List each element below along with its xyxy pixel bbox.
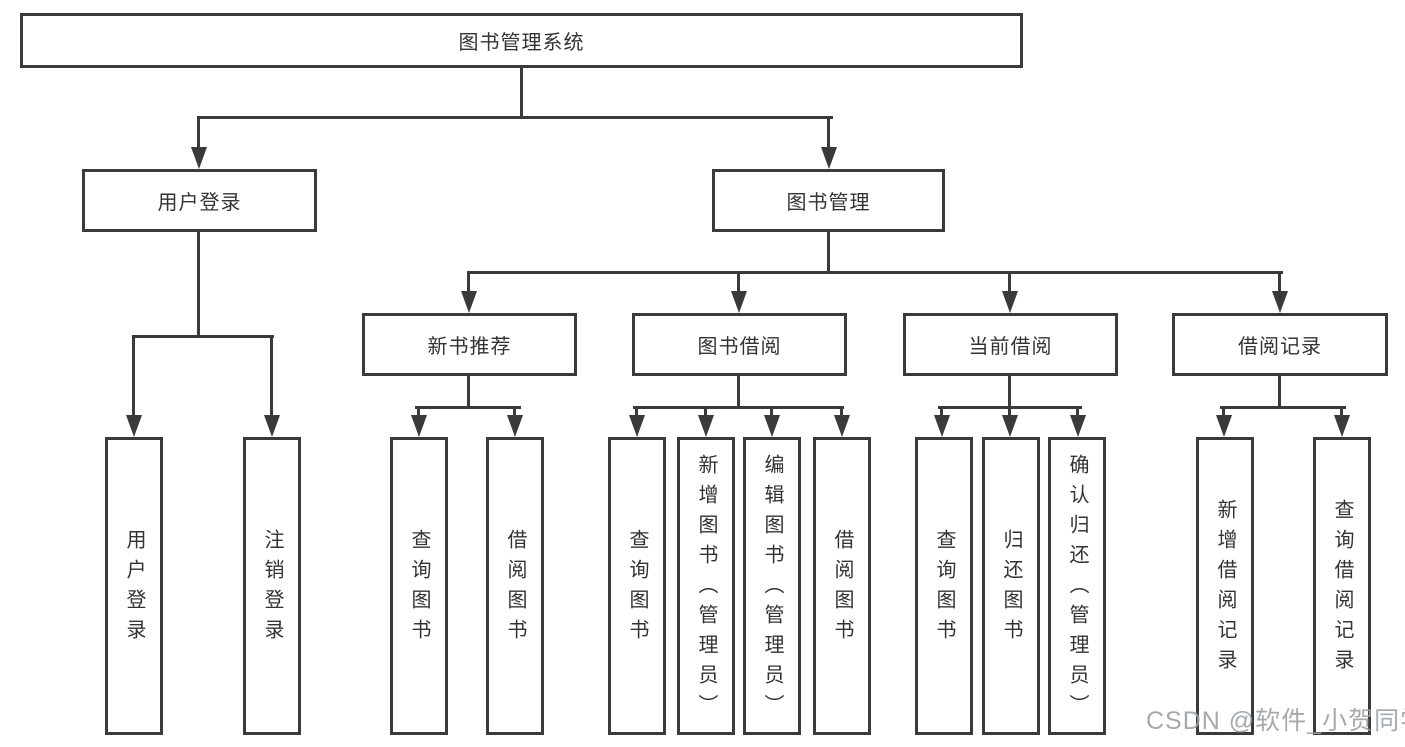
connector-vline [635, 409, 638, 417]
arrowhead-icon [264, 415, 280, 437]
connector-vline [704, 409, 707, 417]
connector-hline [415, 406, 521, 409]
arrowhead-icon [629, 415, 645, 437]
connector-hline [197, 116, 833, 119]
connector-hline [132, 335, 274, 338]
connector-vline [1008, 376, 1011, 409]
connector-vline [132, 336, 135, 418]
arrowhead-icon [1216, 415, 1232, 437]
node-current-borrow: 当前借阅 [903, 313, 1118, 376]
connector-vline [197, 232, 200, 337]
node-borrow-records: 借阅记录 [1172, 313, 1388, 376]
connector-vline [770, 409, 773, 417]
connector-vline [827, 117, 830, 151]
connector-vline [1278, 274, 1281, 292]
arrowhead-icon [1272, 291, 1288, 313]
connector-vline [197, 117, 200, 151]
connector-vline [270, 336, 273, 418]
arrowhead-icon [126, 415, 142, 437]
node-root: 图书管理系统 [20, 13, 1023, 68]
leaf-borrow-query: 查询图书 [608, 437, 666, 735]
leaf-current-query: 查询图书 [915, 437, 973, 735]
arrowhead-icon [821, 147, 837, 169]
leaf-newbooks-query: 查询图书 [390, 437, 448, 735]
connector-vline [467, 376, 470, 409]
connector-vline [1340, 409, 1343, 417]
arrowhead-icon [1002, 415, 1018, 437]
arrowhead-icon [1334, 415, 1350, 437]
leaf-current-confirm-admin: 确认归还（管理员） [1048, 437, 1106, 735]
leaf-logout: 注销登录 [243, 437, 301, 735]
watermark: CSDN @软件_小贺同学 [1146, 707, 1405, 735]
connector-vline [1076, 409, 1079, 417]
connector-vline [520, 68, 523, 118]
arrowhead-icon [461, 291, 477, 313]
connector-vline [737, 376, 740, 409]
leaf-records-query: 查询借阅记录 [1313, 437, 1371, 735]
connector-vline [827, 232, 830, 274]
connector-vline [737, 274, 740, 292]
connector-vline [467, 274, 470, 292]
arrowhead-icon [934, 415, 950, 437]
arrowhead-icon [411, 415, 427, 437]
arrowhead-icon [191, 147, 207, 169]
leaf-records-add: 新增借阅记录 [1196, 437, 1254, 735]
arrowhead-icon [698, 415, 714, 437]
connector-hline [467, 271, 1283, 274]
leaf-newbooks-borrow: 借阅图书 [486, 437, 544, 735]
leaf-borrow-add-admin: 新增图书（管理员） [677, 437, 735, 735]
connector-vline [1008, 409, 1011, 417]
node-user-login: 用户登录 [82, 169, 317, 232]
node-new-books: 新书推荐 [362, 313, 577, 376]
connector-vline [1008, 274, 1011, 292]
connector-vline [940, 409, 943, 417]
leaf-user-login: 用户登录 [105, 437, 163, 735]
arrowhead-icon [764, 415, 780, 437]
arrowhead-icon [507, 415, 523, 437]
connector-hline [938, 406, 1082, 409]
connector-vline [513, 409, 516, 417]
connector-vline [1278, 376, 1281, 409]
node-book-borrow: 图书借阅 [632, 313, 847, 376]
arrowhead-icon [1070, 415, 1086, 437]
connector-vline [840, 409, 843, 417]
node-book-mgmt: 图书管理 [712, 169, 945, 232]
connector-vline [417, 409, 420, 417]
leaf-current-return: 归还图书 [982, 437, 1040, 735]
arrowhead-icon [1002, 291, 1018, 313]
arrowhead-icon [731, 291, 747, 313]
arrowhead-icon [834, 415, 850, 437]
leaf-borrow-edit-admin: 编辑图书（管理员） [743, 437, 801, 735]
connector-vline [1222, 409, 1225, 417]
leaf-borrow-borrow: 借阅图书 [813, 437, 871, 735]
connector-hline [1220, 406, 1346, 409]
connector-hline [633, 406, 844, 409]
